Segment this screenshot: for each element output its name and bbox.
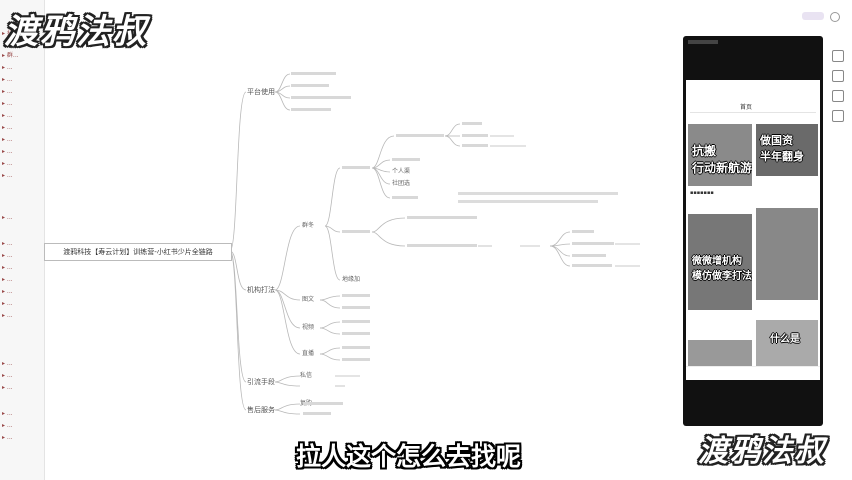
outline-icon[interactable]	[832, 110, 844, 122]
branch-platform[interactable]: 平台使用	[247, 88, 275, 96]
outline-item[interactable]: ▸ 群...	[2, 52, 19, 59]
top-toolbar	[44, 0, 852, 22]
outline-item[interactable]: ▸ ...	[2, 160, 13, 167]
node-blur	[342, 358, 370, 361]
share-button[interactable]	[802, 12, 824, 20]
note-card[interactable]: 做国资半年翻身	[756, 124, 818, 176]
node-qundong[interactable]: 群冬	[302, 222, 315, 229]
note-card[interactable]: 微微增机构模仿做李打法	[688, 214, 752, 310]
outline-item[interactable]: ▸ ...	[2, 264, 13, 271]
node-blur	[342, 230, 370, 233]
outline-item[interactable]: ▸ ...	[2, 360, 13, 367]
outline-item[interactable]: ▸ ...	[2, 410, 13, 417]
node-blur	[342, 320, 370, 323]
outline-item[interactable]: ▸ ...	[2, 64, 13, 71]
outline-item[interactable]: ▸ ...	[2, 148, 13, 155]
outline-item[interactable]: ▸ ...	[2, 214, 13, 221]
outline-item[interactable]: ▸ ...	[2, 276, 13, 283]
phone-divider	[690, 112, 816, 113]
node-blur	[396, 134, 444, 137]
note-card[interactable]	[756, 208, 818, 300]
outline-item[interactable]: ▸ ...	[2, 288, 13, 295]
node-blur	[303, 402, 343, 405]
phone-screen: 首页 抗搬行动新航游 ▪▪▪▪▪▪▪ 微微增机构模仿做李打法 做国资半年翻身 什…	[686, 80, 820, 380]
note-card[interactable]: 抗搬行动新航游	[688, 124, 752, 186]
gear-icon[interactable]	[830, 12, 840, 22]
node-blur	[572, 254, 606, 257]
node-blur	[572, 264, 612, 267]
outline-item[interactable]: ▸ 抖...	[2, 30, 19, 37]
node-blur	[342, 306, 370, 309]
branch-strategy[interactable]: 机构打法	[247, 286, 275, 294]
node-blur	[458, 200, 598, 203]
outline-item[interactable]: ▸ ...	[2, 384, 13, 391]
node-blur	[407, 216, 477, 219]
node-blur	[572, 242, 614, 245]
outline-item[interactable]: ▸ ...	[2, 312, 13, 319]
style-icon[interactable]	[832, 90, 844, 102]
node-tuwen[interactable]: 图文	[302, 296, 315, 303]
outline-item[interactable]: ▸ ...	[2, 136, 13, 143]
node-blur	[291, 72, 336, 75]
node-diyuan[interactable]: 地缘加	[342, 276, 361, 283]
node-shetuan[interactable]: 社团选	[392, 180, 411, 187]
node-blur	[342, 346, 370, 349]
phone-title-bar	[688, 40, 718, 44]
node-blur	[462, 144, 488, 147]
outline-item[interactable]: ▸ ...	[2, 372, 13, 379]
node-geren[interactable]: 个人渠	[392, 168, 411, 175]
outline-item[interactable]: ▸ ...	[2, 88, 13, 95]
node-blur	[291, 108, 331, 111]
video-subtitle: 拉人这个怎么去找呢	[296, 442, 522, 471]
node-blur	[462, 134, 488, 137]
node-zhibo[interactable]: 直播	[302, 350, 315, 357]
node-blur	[303, 412, 331, 415]
outline-panel: ▸ 抖... ▸ 群... ▸ ... ▸ ... ▸ ... ▸ ... ▸ …	[0, 0, 45, 480]
branch-aftersales[interactable]: 售后服务	[247, 406, 275, 414]
node-blur	[342, 166, 370, 169]
outline-item[interactable]: ▸ ...	[2, 240, 13, 247]
node-sixin[interactable]: 私信	[300, 372, 313, 379]
node-blur	[342, 332, 370, 335]
mindmap-root[interactable]: 渡鸦科技【寿云计划】训练营-小红书少片全链路	[44, 243, 232, 261]
node-blur	[291, 84, 329, 87]
outline-item[interactable]: ▸ ...	[2, 434, 13, 441]
layout-icon[interactable]	[832, 70, 844, 82]
node-blur	[342, 294, 370, 297]
node-blur	[458, 192, 618, 195]
outline-item[interactable]: ▸ ...	[2, 422, 13, 429]
node-blur	[572, 230, 594, 233]
node-blur	[392, 196, 418, 199]
outline-item[interactable]: ▸ ...	[2, 124, 13, 131]
phone-tab[interactable]: 首页	[740, 104, 753, 111]
outline-item[interactable]: ▸ ...	[2, 172, 13, 179]
zoom-icon[interactable]	[832, 50, 844, 62]
outline-item[interactable]: ▸ ...	[2, 252, 13, 259]
node-blur	[462, 122, 482, 125]
watermark-logo-top: 渡鸦法叔	[4, 12, 148, 52]
outline-item[interactable]: ▸ ...	[2, 300, 13, 307]
node-blur	[392, 158, 420, 161]
outline-item[interactable]: ▸ ...	[2, 112, 13, 119]
node-blur	[407, 244, 477, 247]
branch-traffic[interactable]: 引流手段	[247, 378, 275, 386]
node-blur	[291, 96, 351, 99]
node-shipin[interactable]: 视频	[302, 324, 315, 331]
outline-item[interactable]: ▸ ...	[2, 100, 13, 107]
watermark-logo-bottom: 渡鸦法叔	[698, 434, 826, 469]
phone-bottom-nav	[686, 366, 820, 380]
outline-item[interactable]: ▸ ...	[2, 76, 13, 83]
card-caption: ▪▪▪▪▪▪▪	[690, 190, 714, 196]
